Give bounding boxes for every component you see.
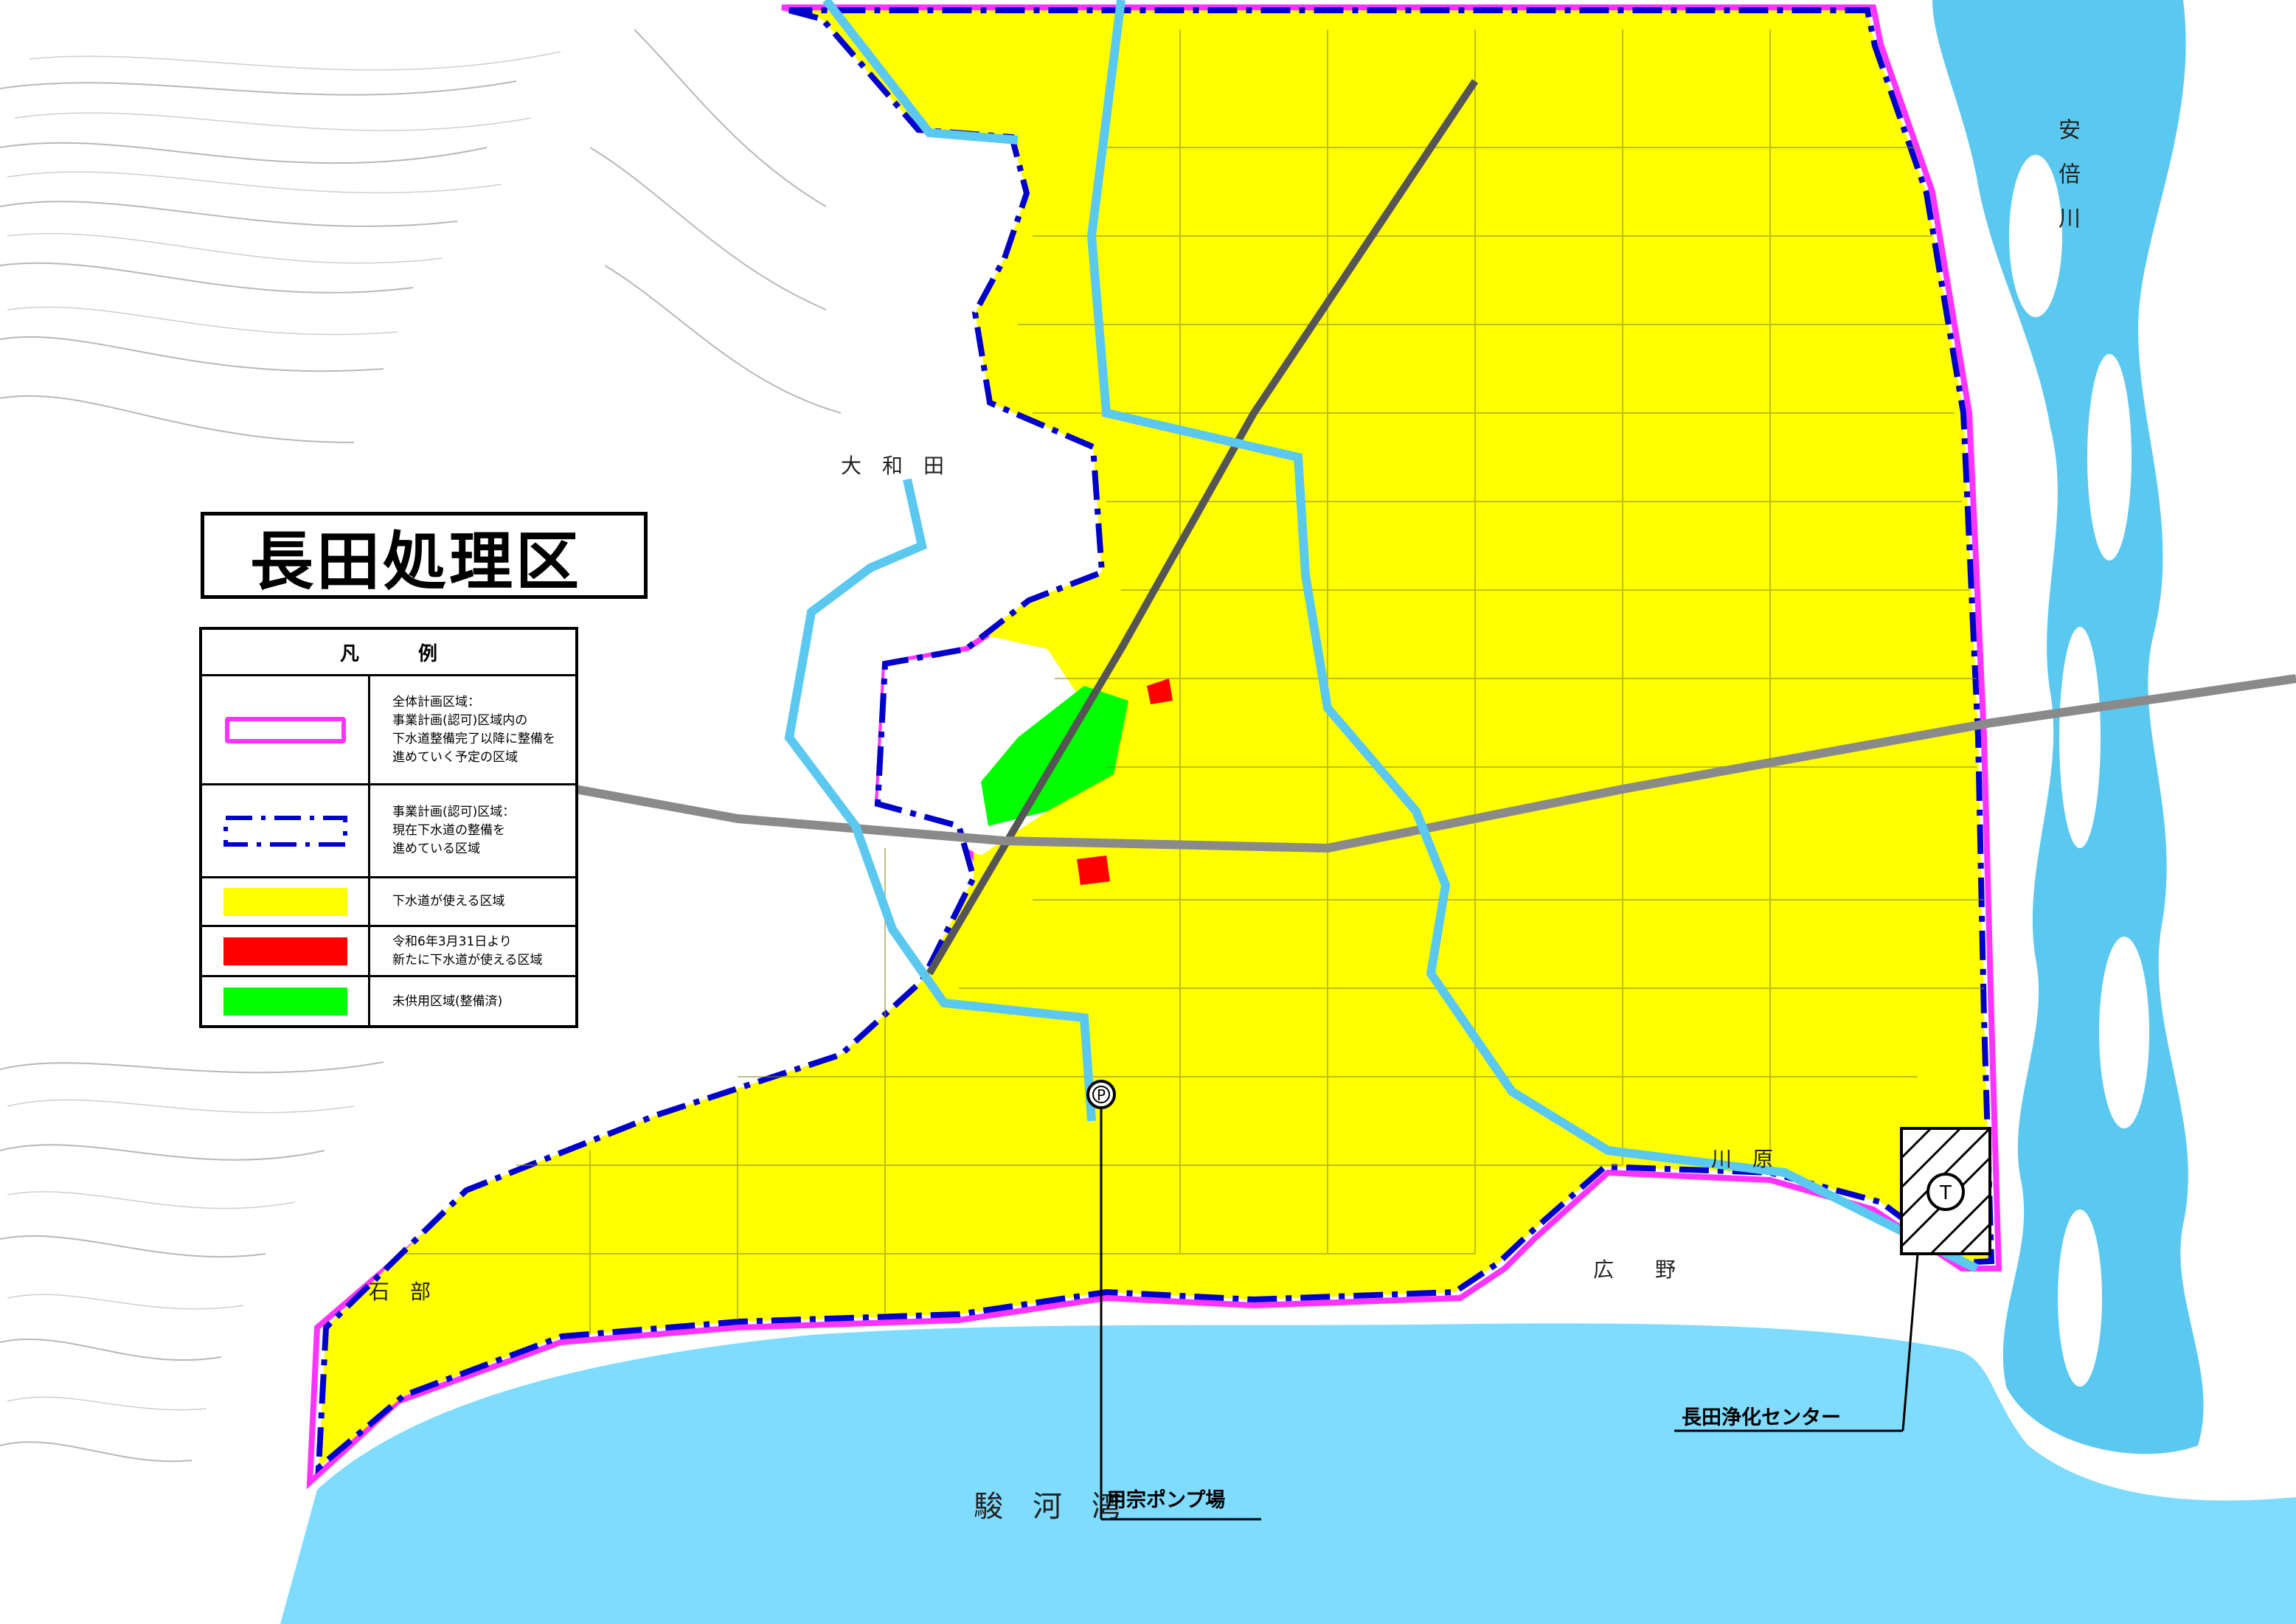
legend-heading-left: 凡 xyxy=(339,642,359,665)
expressway xyxy=(574,674,2296,853)
legend-text-unused: 未供用区域(整備済) xyxy=(392,993,503,1009)
kawara-label: 川 原 xyxy=(1711,1147,1774,1171)
contour-lines xyxy=(0,29,842,1462)
river-sandbars xyxy=(2009,155,2149,1387)
pump-station-label: 用宗ポンプ場 xyxy=(1106,1489,1226,1512)
legend-heading: 凡 例 xyxy=(202,630,575,676)
newly-available-area-2 xyxy=(1077,856,1110,885)
legend: 凡 例 全体計画区域： 事業計画(認可)区域内の 下水道整備完了以降に整備を 進… xyxy=(199,627,578,1028)
river-label: 安 倍 川 xyxy=(2054,118,2080,229)
legend-text-sewer-available: 下水道が使える区域 xyxy=(392,894,505,909)
legend-text-newly-available: 令和6年3月31日より 新たに下水道が使える区域 xyxy=(392,934,543,968)
district-title-box: 長田処理区 xyxy=(201,512,648,599)
legend-text-project-plan: 事業計画(認可)区域： 現在下水道の整備を 進めている区域 xyxy=(392,805,516,856)
legend-text-overall-plan: 全体計画区域： 事業計画(認可)区域内の 下水道整備完了以降に整備を 進めていく… xyxy=(392,694,555,765)
legend-row-sewer-available: 下水道が使える区域 xyxy=(202,878,575,927)
stream-north xyxy=(1086,0,1979,1273)
newly-available-area xyxy=(1147,679,1173,704)
sea-area xyxy=(280,1323,2296,1624)
legend-swatch-green xyxy=(202,977,370,1026)
legend-row-unused: 未供用区域(整備済) xyxy=(202,977,575,1026)
legend-row-newly-available: 令和6年3月31日より 新たに下水道が使える区域 xyxy=(202,927,575,977)
street-grid xyxy=(406,30,1984,1335)
stream-nw xyxy=(822,0,1019,145)
bay-label: 駿 河 湾 xyxy=(974,1490,1121,1524)
contour-lines-fine xyxy=(7,51,561,1411)
legend-swatch-blue-dashdot xyxy=(202,785,370,876)
treatment-center-marker: T xyxy=(1674,1127,1991,1432)
ishibe-label: 石 部 xyxy=(369,1280,431,1304)
legend-swatch-yellow xyxy=(202,878,370,925)
legend-swatch-pink-outline xyxy=(202,676,370,783)
legend-swatch-red xyxy=(202,927,370,975)
project-plan-boundary xyxy=(315,7,1995,1475)
hirono-label: 広 野 xyxy=(1593,1257,1676,1282)
oowada-label: 大 和 田 xyxy=(841,454,945,478)
legend-row-overall-plan: 全体計画区域： 事業計画(認可)区域内の 下水道整備完了以降に整備を 進めていく… xyxy=(202,676,575,785)
district-title: 長田処理区 xyxy=(250,524,582,599)
treatment-center-label: 長田浄化センター xyxy=(1682,1406,1841,1429)
treatment-symbol-letter: T xyxy=(1939,1182,1952,1204)
pump-station-marker: P xyxy=(1086,1080,1261,1521)
pump-symbol-letter: P xyxy=(1097,1086,1106,1104)
railway xyxy=(926,79,1479,976)
legend-heading-right: 例 xyxy=(418,642,438,665)
stream-west xyxy=(784,478,1096,1122)
legend-row-project-plan: 事業計画(認可)区域： 現在下水道の整備を 進めている区域 xyxy=(202,785,575,878)
